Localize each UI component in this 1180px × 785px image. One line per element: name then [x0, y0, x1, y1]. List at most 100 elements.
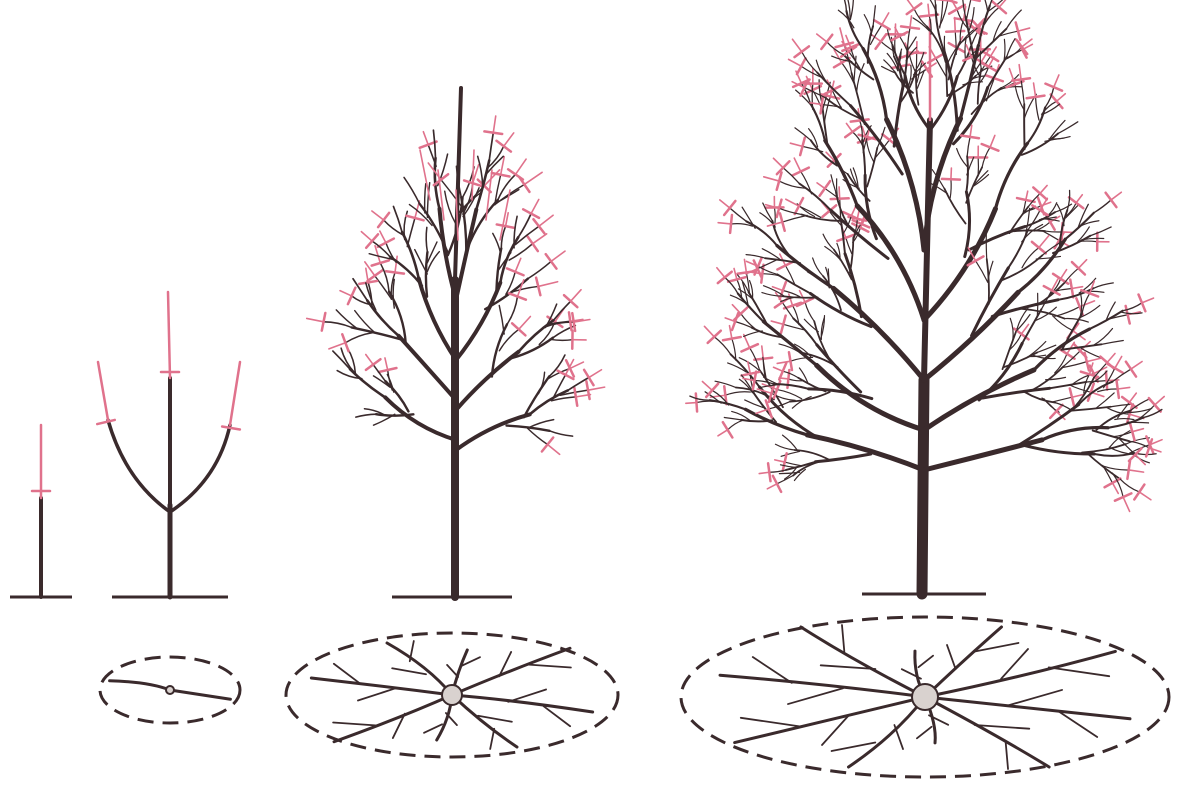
pruning-cut-mark: [768, 463, 770, 481]
plan-branch: [925, 627, 1001, 697]
pruned-shoot: [361, 232, 372, 241]
plan-twig: [894, 725, 903, 749]
branch: [1053, 397, 1072, 402]
branch: [1107, 315, 1128, 320]
branch: [825, 141, 857, 206]
pruned-shoot: [839, 187, 840, 199]
pruned-shoot: [506, 213, 509, 226]
pruned-shoot: [775, 460, 785, 462]
pruned-shoot: [486, 170, 492, 220]
branch: [741, 420, 772, 422]
pruned-shoot: [1019, 65, 1021, 80]
pruning-cut-mark: [542, 438, 553, 452]
trunk-cross-section: [166, 686, 174, 694]
pruned-shoot: [882, 13, 889, 25]
branch: [1093, 283, 1113, 288]
branch: [456, 352, 518, 410]
plan-twig: [358, 688, 396, 700]
pruned-shoot: [340, 291, 352, 296]
branch: [805, 302, 814, 321]
pruned-shoot: [817, 34, 827, 42]
branch: [850, 0, 853, 20]
branch: [456, 283, 500, 360]
tree-stage-3: [307, 88, 605, 597]
scaffold-branch: [170, 425, 230, 512]
pruned-shoot: [519, 316, 531, 329]
pruning-cut-mark: [961, 136, 979, 139]
pruned-shoot: [764, 177, 779, 181]
pruned-shoot: [955, 18, 956, 32]
branch: [1093, 431, 1129, 442]
branch: [777, 476, 793, 484]
branch: [914, 9, 927, 27]
pruning-cut-mark: [851, 119, 869, 121]
branch: [744, 331, 763, 337]
branch: [1034, 222, 1050, 231]
pruning-cut-mark: [484, 131, 502, 134]
branch: [769, 470, 786, 472]
pruning-cut-mark: [1116, 380, 1118, 398]
branch: [337, 371, 362, 379]
pruned-shoot: [786, 199, 799, 206]
branch: [908, 28, 910, 47]
branch: [425, 184, 426, 213]
branch: [812, 84, 813, 110]
branch: [1022, 309, 1041, 343]
pruned-shoot: [732, 305, 740, 314]
branch: [407, 218, 415, 247]
pruning-cut-mark: [1127, 461, 1130, 479]
branch: [528, 420, 554, 429]
pruning-cut-mark: [779, 363, 786, 380]
pruned-shoot: [501, 157, 505, 175]
pruned-shoot: [1061, 270, 1067, 279]
plan-twig: [392, 668, 426, 674]
branch: [524, 376, 549, 417]
branch: [550, 339, 573, 340]
plan-branch: [334, 695, 452, 742]
pruning-cut-mark: [378, 239, 394, 247]
pruned-shoot: [1142, 298, 1154, 303]
branch: [965, 37, 966, 58]
pruned-shoot: [730, 326, 732, 339]
pruned-shoot: [718, 430, 728, 436]
branch: [853, 132, 863, 146]
branch: [1101, 340, 1123, 344]
pruned-shoot: [1118, 387, 1130, 389]
pruning-cut-mark: [1106, 193, 1117, 207]
pruning-cut-mark: [97, 420, 115, 424]
pruned-shoot: [1135, 455, 1145, 465]
plan-twig: [788, 688, 843, 704]
pruning-cut-mark: [789, 352, 792, 370]
pruning-cut-mark: [874, 20, 890, 29]
pruning-cut-mark: [1107, 364, 1123, 373]
branch: [1014, 230, 1045, 231]
branch: [426, 227, 427, 252]
pruning-cut-mark: [322, 313, 326, 331]
pruned-shoot: [472, 150, 474, 200]
branch: [1106, 407, 1129, 414]
branch: [822, 104, 842, 107]
pruning-cut-mark: [1027, 96, 1045, 99]
branch: [724, 417, 741, 419]
pruned-shoot: [1129, 470, 1144, 472]
branch: [840, 0, 846, 11]
branch: [1016, 315, 1030, 332]
branch: [795, 128, 811, 140]
pruning-cut-mark: [367, 271, 382, 281]
pruned-shoot: [395, 256, 397, 272]
pruned-shoot: [846, 36, 851, 48]
branch: [887, 119, 924, 250]
plan-twig: [333, 722, 375, 725]
pruned-shoot: [1087, 358, 1102, 362]
pruned-shoot: [1057, 94, 1066, 102]
pruning-cut-mark: [797, 58, 806, 74]
pruning-cut-mark: [942, 179, 960, 180]
branch: [1055, 307, 1080, 317]
plan-branch: [452, 648, 570, 695]
branch: [837, 179, 838, 196]
plan-twig: [508, 689, 546, 701]
pruned-shoot: [1076, 195, 1082, 203]
pruning-cut-mark: [831, 198, 849, 199]
branch: [1129, 441, 1149, 448]
